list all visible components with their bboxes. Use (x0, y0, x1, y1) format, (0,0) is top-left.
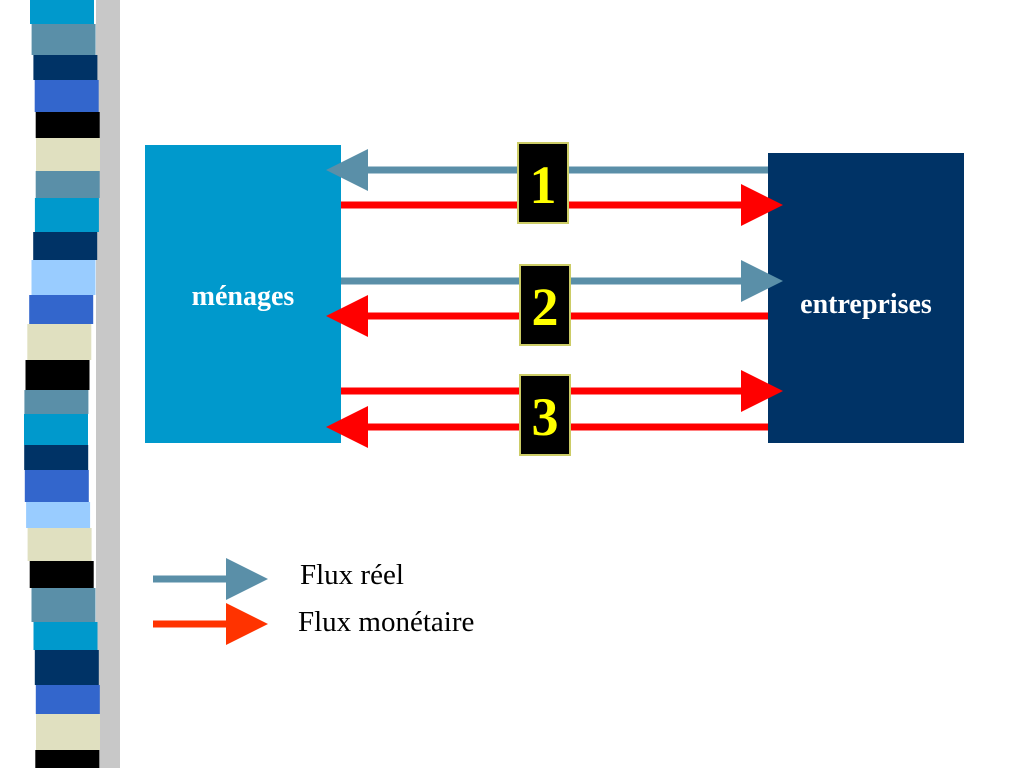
entreprises-label: entreprises (800, 289, 932, 320)
stripe-segment (33, 622, 98, 650)
stripe-segment (35, 750, 100, 768)
stripe-segment (35, 171, 100, 198)
stripe-segment (33, 55, 98, 80)
decorative-stripe (24, 0, 120, 768)
legend-label-monetaire: Flux monétaire (298, 606, 474, 638)
stripe-segment (27, 324, 92, 360)
stripe-segment (36, 138, 100, 171)
stripe-segment (29, 295, 94, 324)
stripe-segment (35, 685, 100, 714)
stripe-segment (34, 80, 99, 112)
stripe-segments (24, 0, 100, 768)
stripe-segment (34, 650, 99, 685)
badge-3-label: 3 (532, 387, 559, 447)
stripe-segment (25, 360, 90, 390)
stripe-segment (24, 390, 89, 414)
stripe-segment (36, 714, 100, 750)
stripe-segment (26, 502, 91, 528)
stripe-segment (24, 470, 89, 502)
stripe-segment (27, 528, 92, 561)
badge-2 (519, 264, 571, 346)
stripe-segment (34, 198, 99, 232)
stripe-shadow (96, 0, 120, 768)
stripe-segment (24, 414, 88, 445)
stripe-segment (31, 24, 96, 55)
stripe-segment (33, 232, 98, 260)
badge-1-label: 1 (530, 155, 557, 215)
stripe-segment (31, 588, 96, 622)
stripe-segment (35, 112, 100, 138)
stripe-segment (29, 561, 94, 588)
stripe-segment (24, 445, 89, 470)
entreprises-box (768, 153, 964, 443)
legend-label-reel: Flux réel (300, 559, 404, 591)
stripe-segment (30, 0, 94, 24)
stripe-segment (31, 260, 96, 295)
badge-3 (519, 374, 571, 456)
menages-box (145, 145, 341, 443)
badge-2-label: 2 (532, 277, 559, 337)
badge-1 (517, 142, 569, 224)
menages-label: ménages (192, 281, 295, 312)
